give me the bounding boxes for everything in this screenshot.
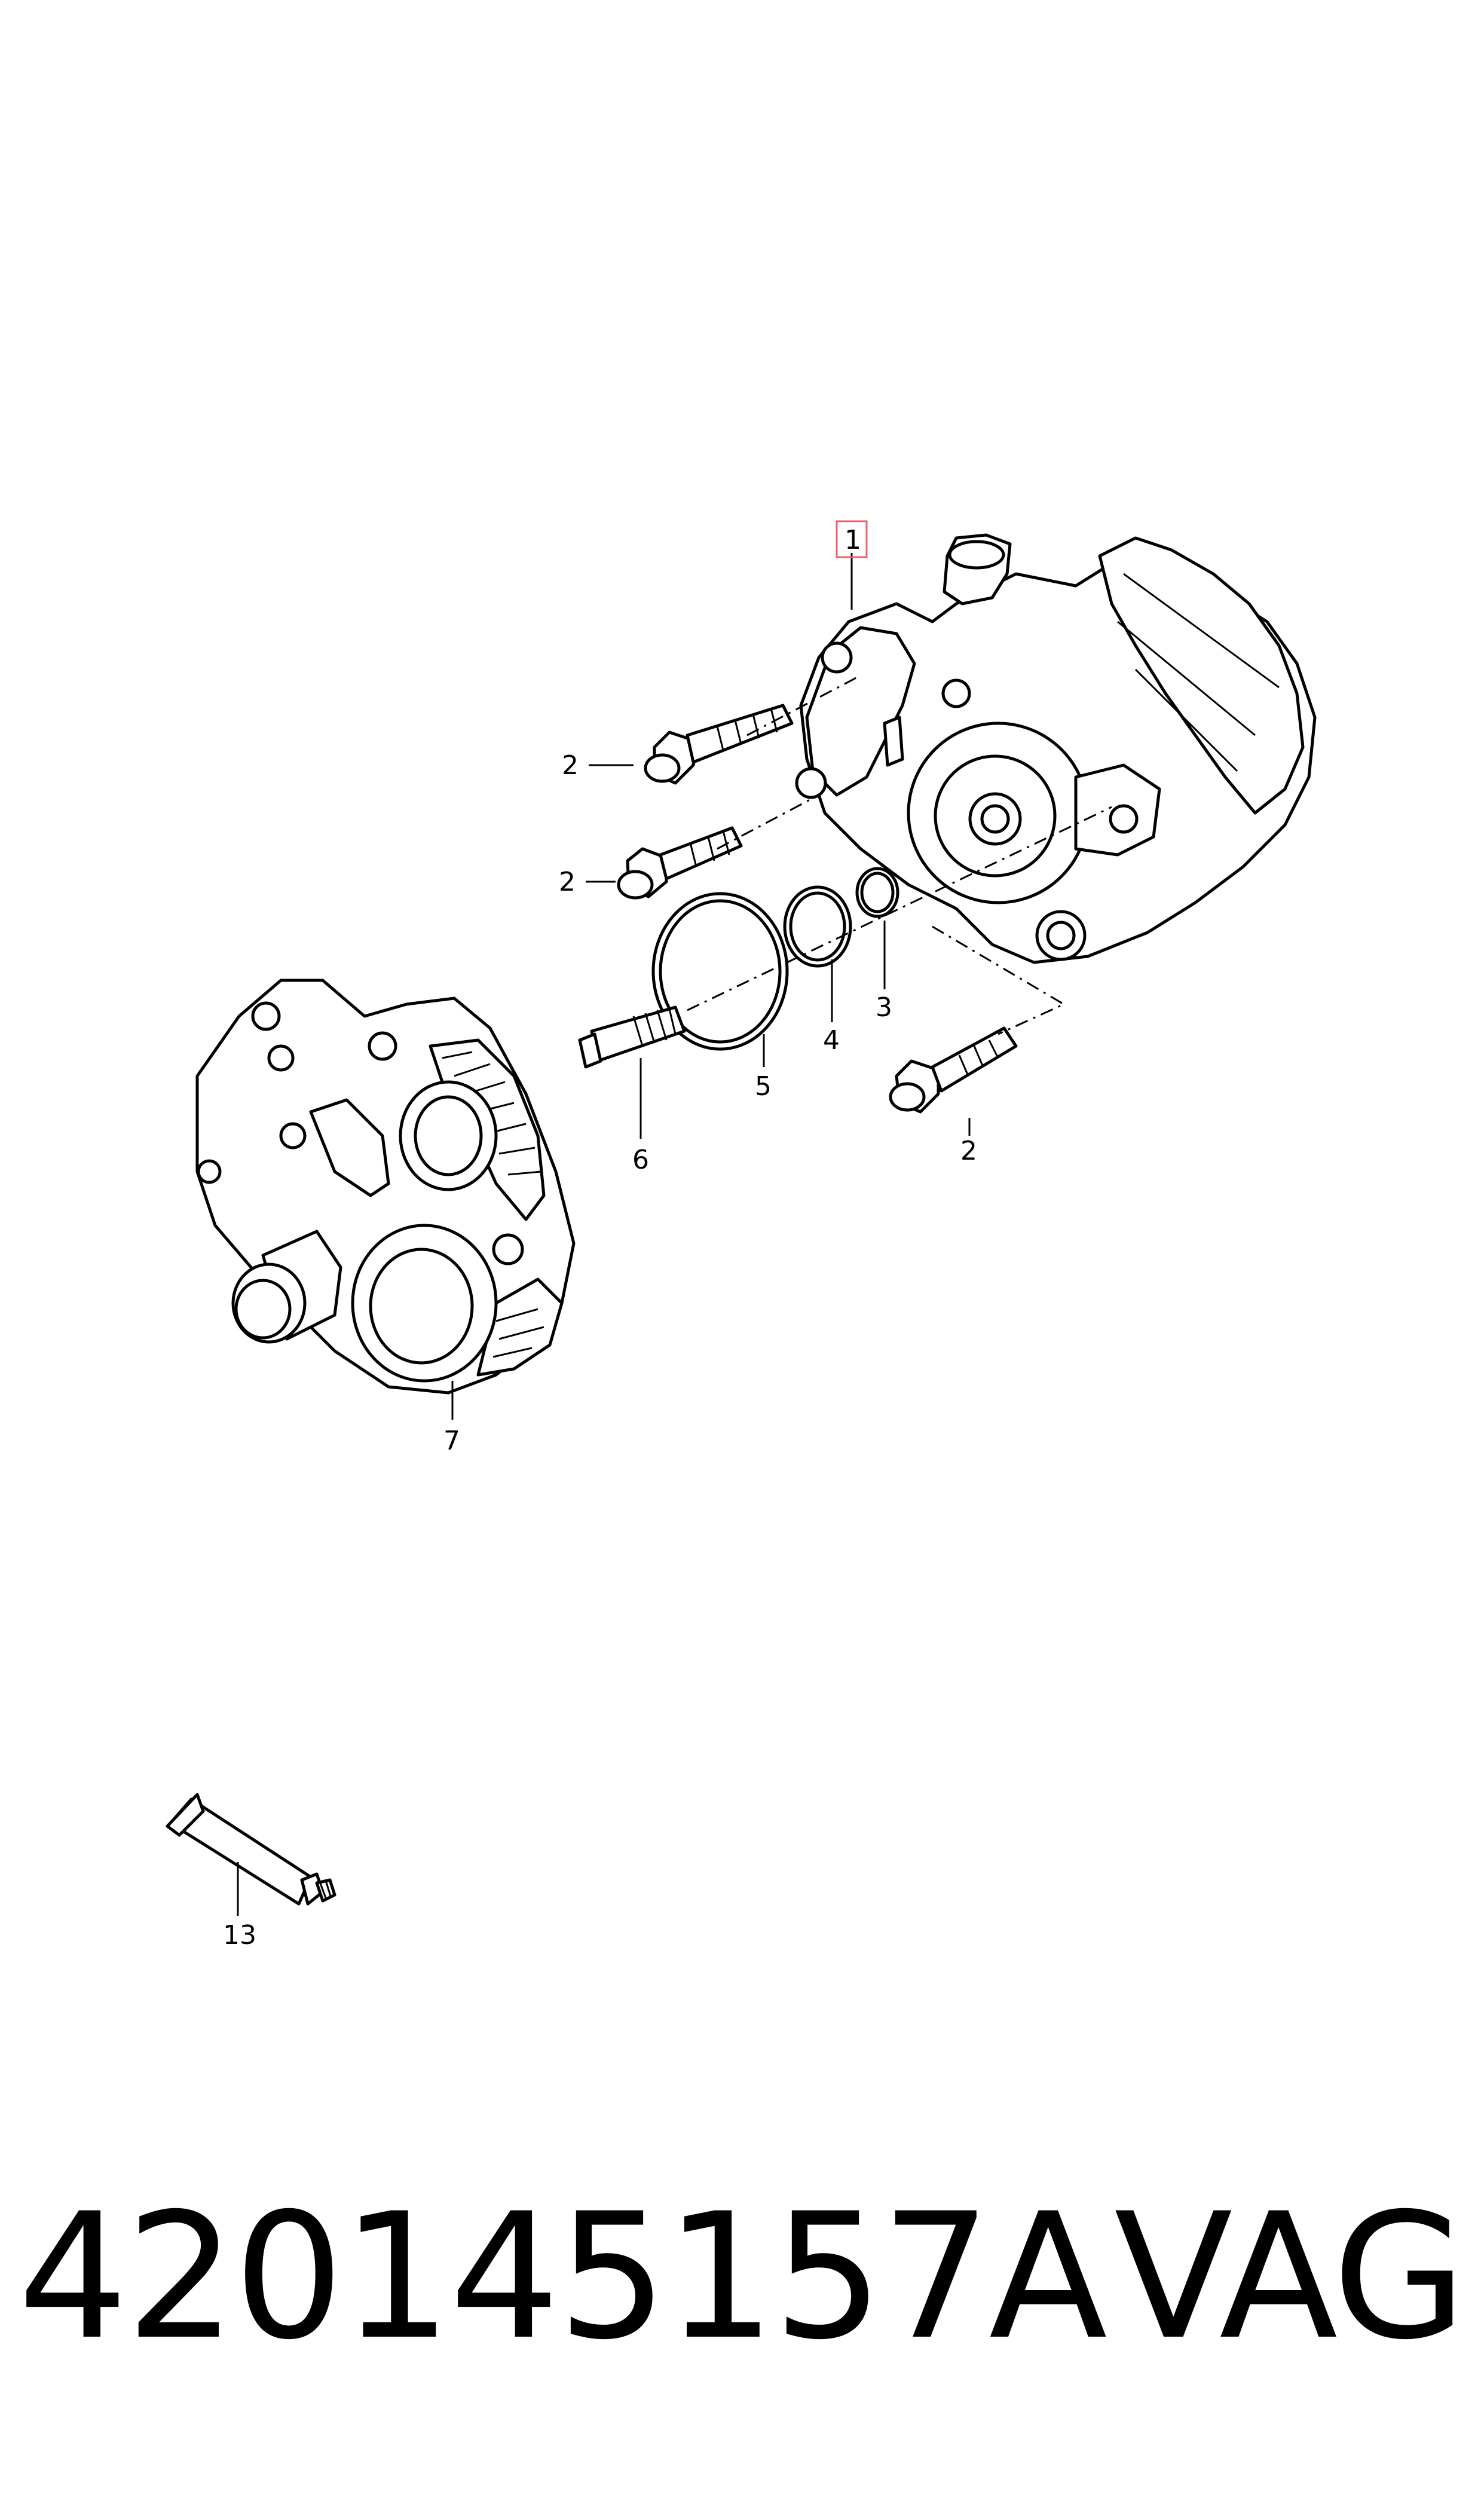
leader-lines: [237, 553, 971, 1916]
callout-1[interactable]: 1: [844, 525, 861, 555]
part-6-drive-shaft[interactable]: [578, 1005, 686, 1069]
callout-6[interactable]: 6: [632, 1145, 649, 1175]
callout-5[interactable]: 5: [755, 1071, 772, 1102]
callout-4[interactable]: 4: [823, 1025, 840, 1056]
part-13-sealant-tube[interactable]: [166, 1793, 336, 1906]
callout-13[interactable]: 13: [223, 1920, 256, 1951]
callout-3[interactable]: 3: [876, 992, 892, 1023]
part-4-o-ring[interactable]: [783, 885, 852, 968]
footer-caption: 420145157A VAG: [18, 2176, 1467, 2379]
centerlines: [687, 674, 1112, 1035]
part-2-bolt-lower[interactable]: [889, 1026, 1018, 1114]
part-2-bolt-upper[interactable]: [644, 704, 794, 785]
part-7-pump-housing[interactable]: [195, 979, 576, 1395]
part-3-seal-ring[interactable]: [855, 867, 899, 918]
callout-2-middle[interactable]: 2: [559, 867, 576, 897]
callout-2-lower[interactable]: 2: [960, 1136, 977, 1166]
part-5-o-ring-large[interactable]: [651, 892, 789, 1051]
callout-7[interactable]: 7: [443, 1426, 460, 1456]
callout-2-upper[interactable]: 2: [562, 750, 579, 781]
part-2-bolt-middle[interactable]: [617, 826, 743, 900]
part-1-pump-body[interactable]: [795, 533, 1317, 964]
callout-1-highlight-box: [836, 520, 868, 558]
part-number: 420145157A: [18, 2176, 1107, 2378]
brand-name: VAG: [1114, 2176, 1467, 2378]
